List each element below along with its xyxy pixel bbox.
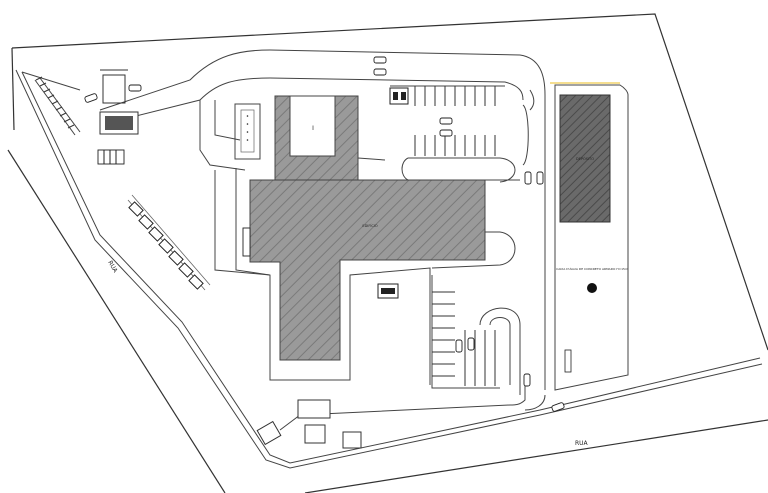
water-tank [587,283,597,293]
parking-lower [431,275,500,389]
guard-house [99,69,139,135]
street-left-label: RUA [106,260,119,275]
access-road [99,49,546,431]
parking-middle [401,135,520,183]
main-building: I EDIFÍCIO [235,95,486,385]
car [467,337,475,351]
road-curves [431,231,521,395]
car [373,56,387,64]
stair-block [564,349,572,373]
car [439,117,453,125]
deposit-building [559,94,611,223]
cars [84,56,565,412]
left-stairs [34,76,81,136]
right-strip: DEPÓSITO CAIXA D'ÁGUA DE CONCRETO ARMADO… [554,84,629,391]
car [523,373,531,387]
car [536,171,544,185]
street-bottom-label: RUA [575,440,589,447]
car [524,171,532,185]
lot-boundary [7,13,768,493]
car [84,93,98,103]
wall-steps [127,194,211,291]
garden-plot [234,103,261,160]
deposit-label: DEPÓSITO [576,156,594,161]
water-tank-label: CAIXA D'ÁGUA DE CONCRETO ARMADO H=15m [556,266,628,271]
small-structure [377,283,399,299]
car [439,129,453,137]
bottom-blocks [256,399,362,449]
car [373,68,387,76]
car [551,402,565,412]
main-building-label: EDIFÍCIO [362,223,377,228]
perimeter-wall [15,69,763,469]
entrance-steps [97,149,125,165]
car [128,84,142,92]
parking-top [389,85,505,106]
car [455,339,463,353]
block-i-label: I [312,125,314,132]
